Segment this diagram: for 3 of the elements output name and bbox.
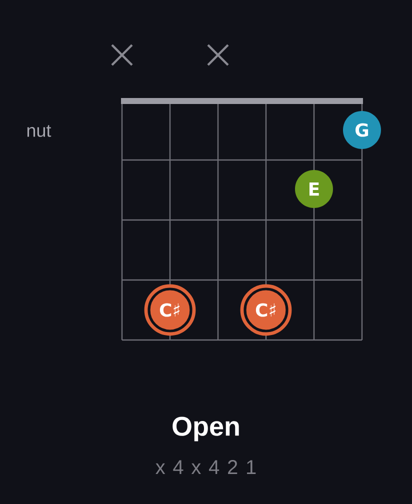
fingering-text: x 4 x 4 2 1 [156,460,256,474]
chord-title: Open [172,416,239,442]
nut-label: nut [27,125,52,137]
